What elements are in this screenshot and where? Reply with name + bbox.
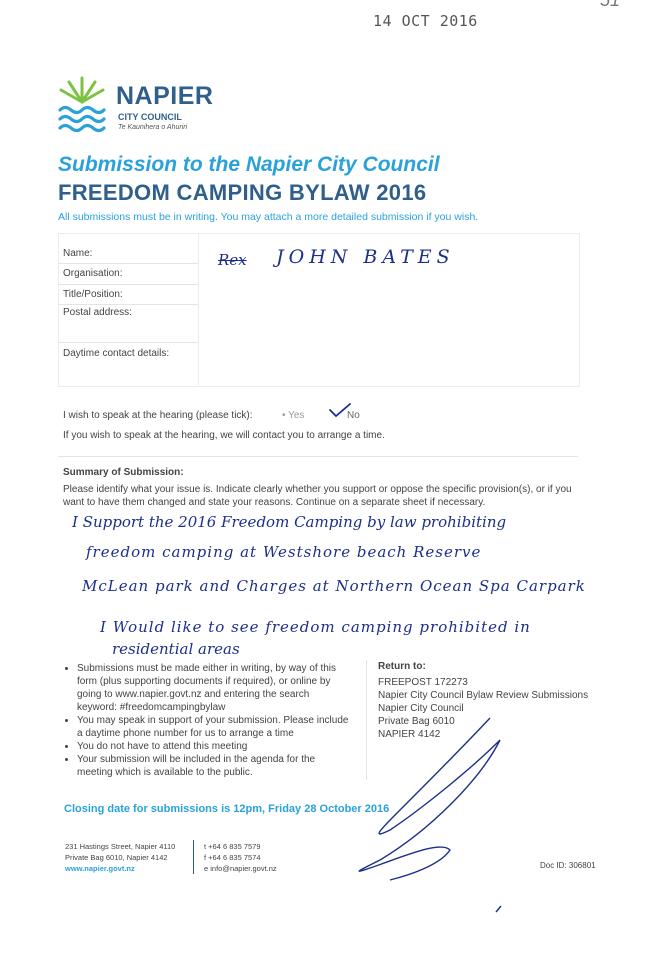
handwritten-line: I Would like to see freedom camping proh… [100, 618, 531, 636]
brand-name: NAPIER [116, 82, 214, 110]
return-line: Private Bag 6010 [378, 716, 455, 727]
footer-address: 231 Hastings Street, Napier 4110 Private… [65, 841, 175, 874]
closing-date: Closing date for submissions is 12pm, Fr… [64, 803, 390, 815]
footer-address-line: 231 Hastings Street, Napier 4110 [65, 842, 176, 851]
signature-icon [358, 717, 501, 881]
form-subtitle: All submissions must be in writing. You … [58, 211, 479, 223]
field-separator [58, 342, 198, 343]
footer-fax: f +64 6 835 7574 [204, 853, 261, 862]
received-date-stamp: 14 OCT 2016 [373, 12, 478, 30]
footer-email-link[interactable]: e info@napier.govt.nz [204, 864, 277, 873]
handwritten-line: McLean park and Charges at Northern Ocea… [82, 577, 586, 595]
form-title: Submission to the Napier City Council [58, 153, 440, 176]
footer-divider [193, 840, 194, 874]
footer-address-line: Private Bag 6010, Napier 4142 [65, 853, 168, 862]
hearing-no-label: No [347, 410, 360, 421]
form-bylaw-title: FREEDOM CAMPING BYLAW 2016 [58, 180, 427, 205]
hearing-note: If you wish to speak at the hearing, we … [63, 430, 385, 441]
daytime-contact-label: Daytime contact details: [63, 348, 170, 359]
handwritten-line: I Support the 2016 Freedom Camping by la… [72, 513, 507, 531]
pen-mark-icon [495, 905, 502, 913]
footer-website-link[interactable]: www.napier.govt.nz [65, 864, 135, 873]
handwritten-line: residential areas [112, 640, 240, 658]
section-divider [58, 456, 578, 457]
hearing-no-option[interactable]: No [347, 410, 360, 421]
brand-maori-name: Te Kaunihera o Ahuriri [118, 124, 188, 131]
title-position-label: Title/Position: [63, 289, 123, 300]
note-item: You may speak in support of your submiss… [77, 714, 352, 740]
corner-handwritten-mark: 51 [600, 0, 621, 10]
footer-phone: t +64 6 835 7579 [204, 842, 261, 851]
summary-instructions: Please identify what your issue is. Indi… [63, 484, 572, 508]
note-item: Your submission will be included in the … [77, 753, 352, 779]
return-line: Napier City Council [378, 703, 464, 714]
return-line: Napier City Council Bylaw Review Submiss… [378, 690, 589, 701]
napier-logo-icon [58, 76, 106, 133]
summary-heading: Summary of Submission: [63, 467, 184, 478]
return-line: FREEPOST 172273 [378, 677, 468, 688]
name-field-value[interactable]: JOHN BATES [276, 246, 455, 268]
submission-notes: Submissions must be made either in writi… [62, 662, 352, 779]
handwritten-line: freedom camping at Westshore beach Reser… [86, 543, 482, 561]
field-separator [58, 284, 198, 285]
checkmark-icon [329, 403, 351, 418]
note-item: You do not have to attend this meeting [77, 740, 352, 753]
footer-contact: t +64 6 835 7579 f +64 6 835 7574 e info… [204, 841, 277, 874]
notes-divider [366, 660, 367, 780]
postal-address-label: Postal address: [63, 307, 132, 318]
contact-details-box [58, 233, 580, 387]
field-separator [58, 304, 198, 305]
organisation-label: Organisation: [63, 268, 123, 279]
return-heading: Return to: [378, 661, 426, 672]
contact-details-divider [198, 233, 199, 385]
hearing-yes-option[interactable]: • Yes [282, 410, 305, 421]
name-label: Name: [63, 248, 93, 259]
return-line: NAPIER 4142 [378, 729, 441, 740]
hearing-yes-label: Yes [288, 410, 305, 421]
brand-subtitle: CITY COUNCIL [118, 112, 182, 122]
return-address: Return to: FREEPOST 172273 Napier City C… [378, 660, 618, 741]
document-id: Doc ID: 306801 [540, 861, 596, 870]
name-struck-text: Rex [218, 251, 247, 269]
field-separator [58, 263, 198, 264]
hearing-question: I wish to speak at the hearing (please t… [63, 410, 253, 421]
note-item: Submissions must be made either in writi… [77, 662, 352, 714]
